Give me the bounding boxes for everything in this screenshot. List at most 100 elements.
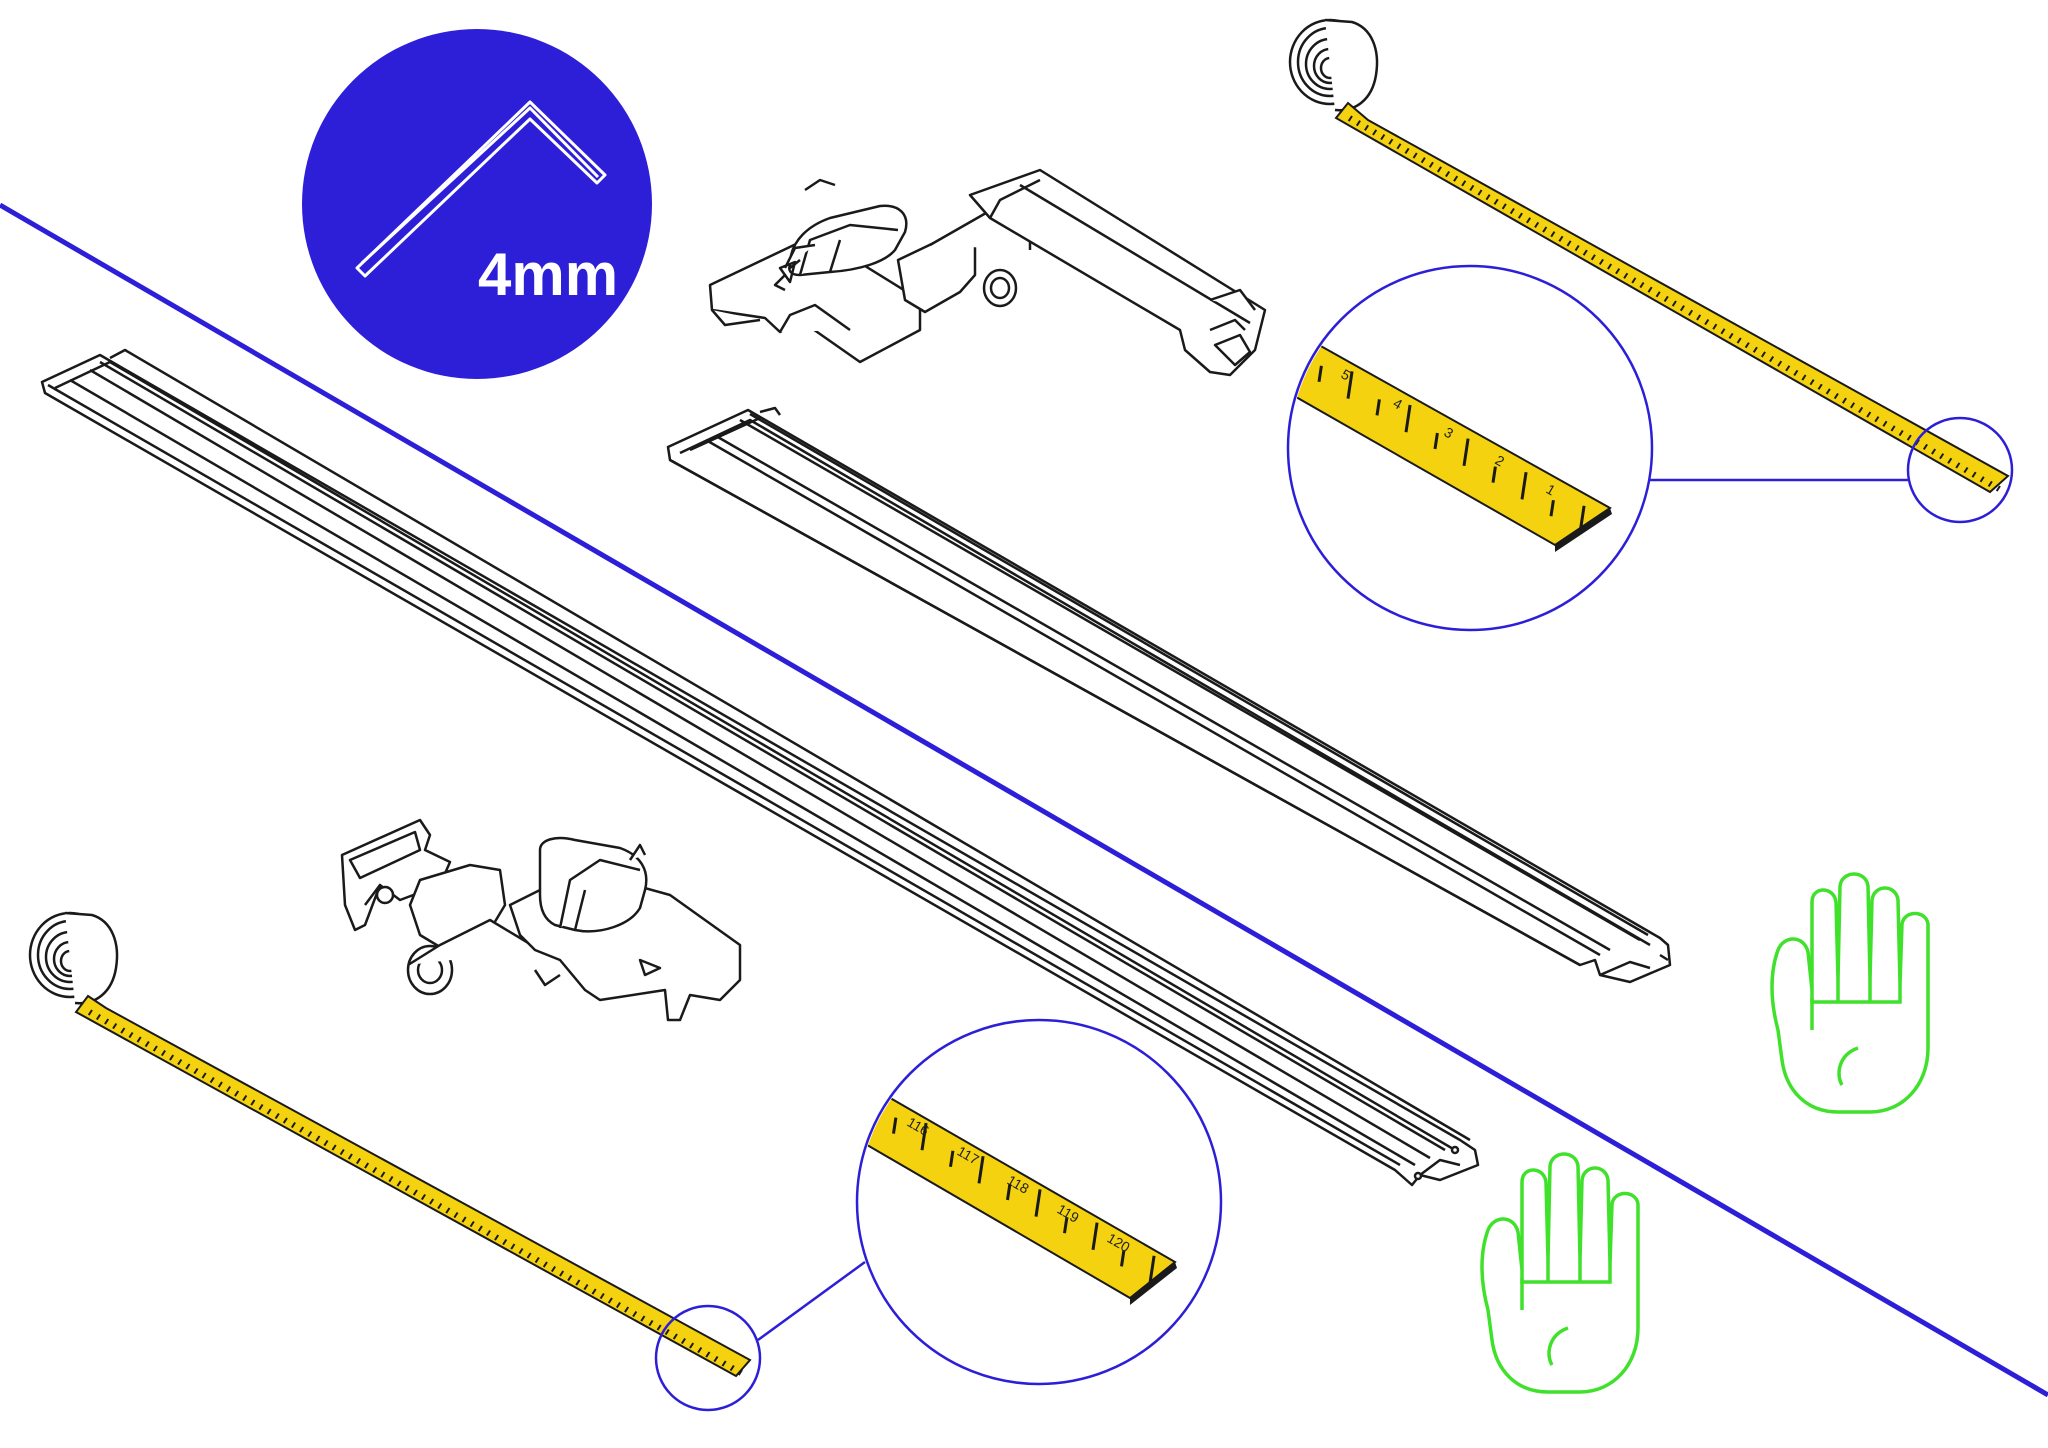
tape-tick bbox=[1469, 184, 1475, 192]
tape-tick bbox=[355, 1157, 361, 1165]
tape-tick bbox=[87, 1009, 93, 1016]
tape-tick bbox=[1461, 180, 1467, 187]
tape-tick bbox=[1688, 309, 1694, 316]
zoom-tape-tick bbox=[977, 1155, 985, 1184]
zoom-tape-tick bbox=[1006, 1183, 1012, 1201]
tape-tick bbox=[494, 1234, 500, 1241]
tape-tick bbox=[575, 1279, 581, 1286]
tape-tick bbox=[412, 1189, 418, 1196]
tape-tick bbox=[274, 1112, 280, 1120]
tape-tick bbox=[461, 1216, 467, 1223]
tape-tick bbox=[1971, 471, 1977, 478]
tape-tick bbox=[1631, 277, 1637, 284]
tape-tick bbox=[420, 1193, 426, 1201]
tape-tick bbox=[266, 1108, 272, 1115]
tape-tick bbox=[510, 1243, 516, 1250]
tape-tick bbox=[95, 1013, 101, 1021]
tape-tick bbox=[485, 1229, 491, 1237]
tape-tick bbox=[599, 1292, 605, 1300]
tape-tick bbox=[1696, 314, 1702, 321]
tape-tick bbox=[1582, 249, 1588, 256]
zoom-tape-tick bbox=[892, 1117, 898, 1134]
zoom-tape-tick bbox=[1034, 1189, 1042, 1217]
stop-hand-icon bbox=[1770, 872, 1930, 1114]
tape-strip-bottom bbox=[74, 994, 752, 1378]
tape-tick bbox=[1720, 328, 1726, 335]
tape-tick bbox=[1534, 221, 1540, 229]
tape-tick bbox=[1453, 175, 1459, 182]
tape-tick bbox=[632, 1310, 638, 1318]
tape-tick bbox=[1874, 416, 1880, 423]
tape-tick bbox=[437, 1202, 443, 1210]
tape-tick bbox=[1623, 272, 1629, 279]
tape-tick bbox=[648, 1319, 654, 1327]
tape-tick bbox=[339, 1148, 345, 1156]
tape-tick bbox=[201, 1072, 207, 1079]
tape-tick bbox=[713, 1355, 719, 1363]
tape-tick bbox=[1542, 226, 1548, 233]
tape-tick bbox=[1760, 351, 1766, 358]
tape-tick bbox=[664, 1328, 670, 1336]
tape-tick bbox=[1477, 189, 1483, 196]
tape-tick bbox=[1939, 453, 1945, 460]
tape-tick bbox=[1347, 115, 1353, 122]
zoom-tape-tick bbox=[1462, 438, 1470, 467]
tape-tick bbox=[1550, 231, 1556, 238]
tape-tick bbox=[1955, 462, 1961, 469]
tape-tick bbox=[404, 1184, 410, 1192]
tape-reel-bottom bbox=[28, 911, 119, 1005]
tape-tick bbox=[591, 1288, 597, 1295]
tape-tick bbox=[1987, 480, 1993, 488]
tape-tick bbox=[1436, 166, 1442, 173]
tape-tick bbox=[307, 1130, 313, 1138]
tape-tick bbox=[1898, 429, 1904, 437]
tape-tick bbox=[347, 1153, 353, 1160]
tape-tick bbox=[152, 1045, 158, 1052]
tape-tick bbox=[1712, 323, 1718, 330]
tape-tick bbox=[1728, 332, 1734, 340]
zoom-tape-tick bbox=[1063, 1216, 1069, 1234]
clamp-bracket-top bbox=[708, 168, 1267, 377]
tape-tick bbox=[388, 1175, 394, 1183]
tape-tick bbox=[624, 1306, 630, 1313]
tape-tick bbox=[120, 1027, 126, 1034]
tape-tick bbox=[1769, 355, 1775, 363]
tape-tick bbox=[445, 1207, 451, 1214]
tape-tick bbox=[1841, 397, 1847, 404]
tape-tick bbox=[1655, 291, 1661, 298]
tape-tick bbox=[1493, 198, 1499, 205]
zoom-connector-bottom bbox=[757, 1260, 866, 1342]
tape-tick bbox=[299, 1126, 305, 1133]
tape-tick bbox=[526, 1252, 532, 1259]
tape-tick bbox=[396, 1180, 402, 1187]
tape-tick bbox=[1809, 379, 1815, 386]
tape-tick bbox=[1882, 420, 1888, 427]
tape-tick bbox=[1598, 258, 1604, 266]
tape-tick bbox=[1355, 120, 1361, 127]
tape-tick bbox=[112, 1022, 118, 1030]
tape-tick bbox=[550, 1265, 556, 1273]
tape-tick bbox=[1947, 457, 1953, 464]
tape-tick bbox=[1364, 124, 1370, 131]
tape-tick bbox=[1922, 443, 1928, 451]
tape-tick bbox=[1931, 448, 1937, 455]
tape-tick bbox=[1566, 240, 1572, 247]
tape-tick bbox=[567, 1274, 573, 1282]
tape-tick bbox=[502, 1238, 508, 1246]
tape-tick bbox=[1785, 365, 1791, 372]
tape-tick bbox=[315, 1135, 321, 1142]
tape-tick bbox=[1412, 152, 1418, 159]
tape-tick bbox=[234, 1090, 240, 1097]
zoom-tape-tick bbox=[863, 1089, 871, 1118]
tape-tick bbox=[705, 1351, 711, 1358]
tape-tick bbox=[1793, 369, 1799, 377]
tape-tick bbox=[689, 1342, 695, 1349]
tape-tick bbox=[1906, 434, 1912, 441]
tape-tick bbox=[144, 1040, 150, 1048]
tape-tick bbox=[1817, 383, 1823, 390]
tape-tick bbox=[380, 1171, 386, 1178]
tape-tick bbox=[209, 1076, 215, 1084]
zoom-tape-tick bbox=[1404, 404, 1412, 433]
zoom-tape-tick bbox=[1120, 1250, 1126, 1267]
tape-tick bbox=[128, 1031, 134, 1039]
